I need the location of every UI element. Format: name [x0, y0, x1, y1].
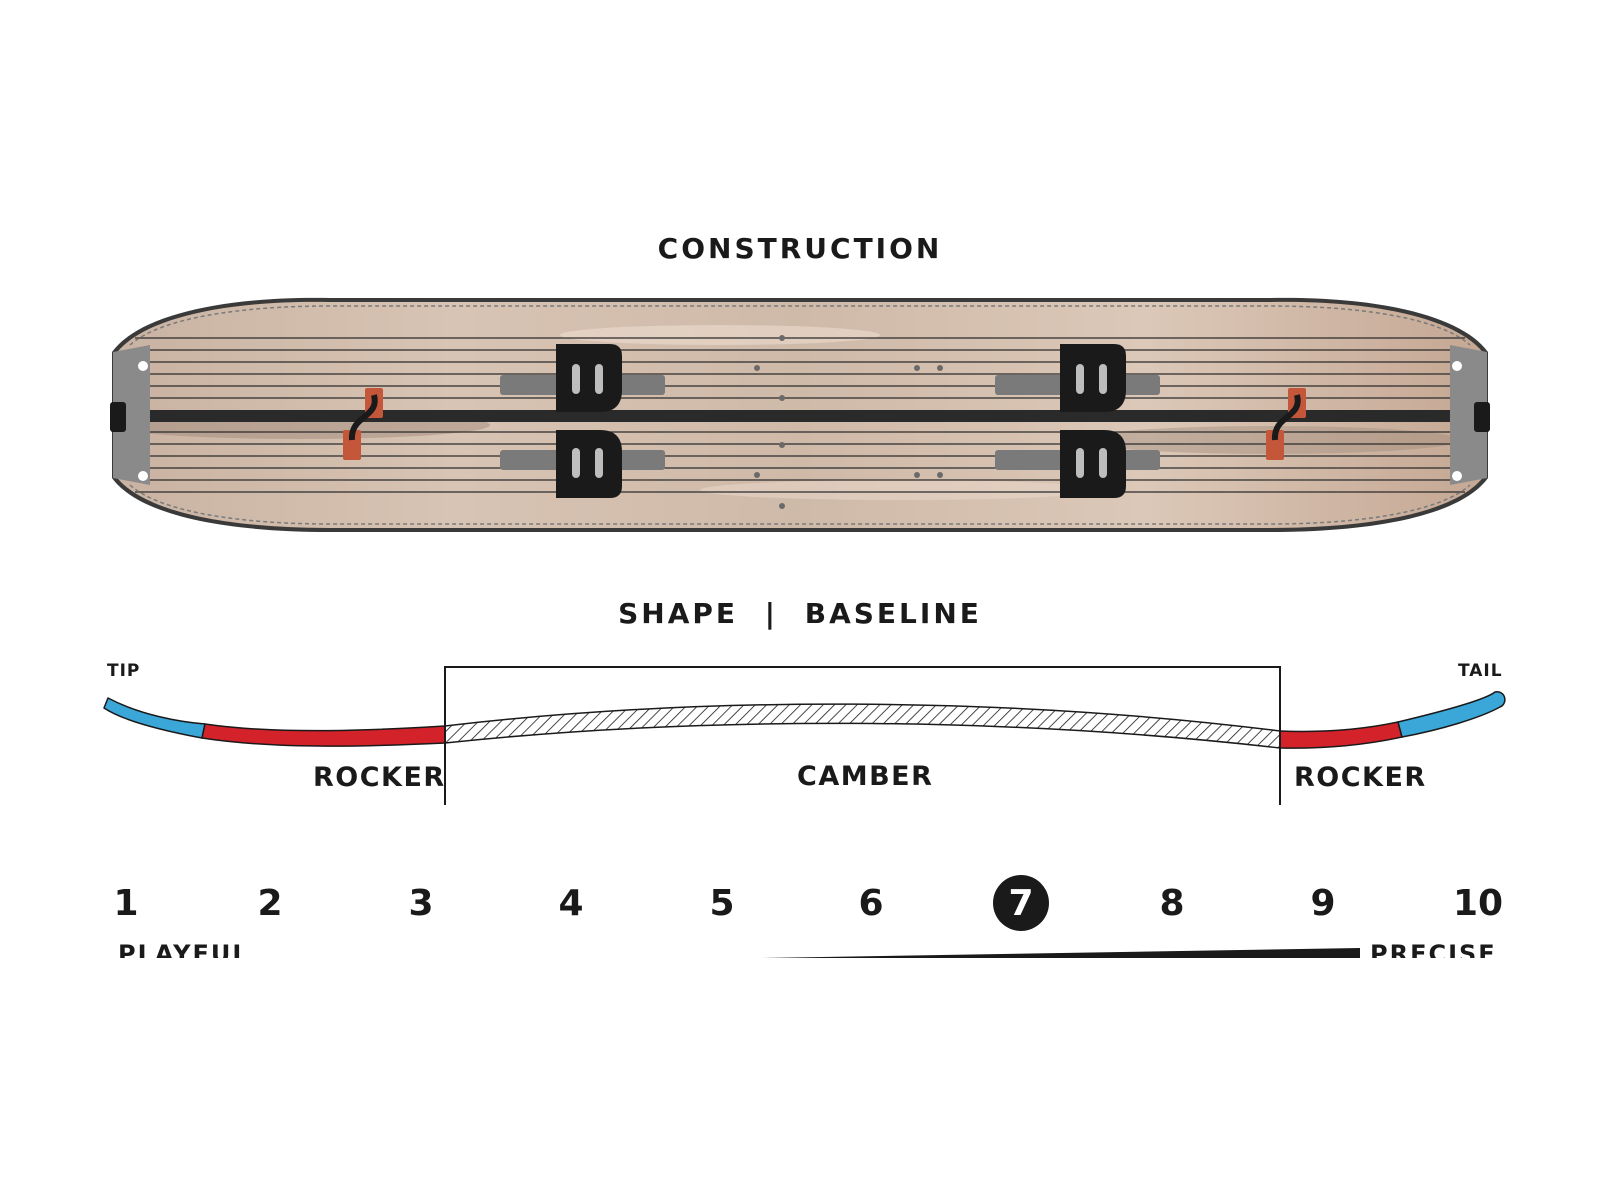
label-crop-edge: [0, 958, 1600, 988]
flex-scale-value-3: 3: [408, 883, 434, 924]
tip-label: TIP: [107, 661, 141, 681]
flex-scale-value-1: 1: [113, 883, 139, 924]
split-seam: [125, 410, 1475, 422]
camber-section: [444, 703, 1281, 749]
tail-clip-icon: [1450, 345, 1490, 485]
skin-hook-right-icon: [1266, 388, 1306, 460]
shape-baseline-title: SHAPE | BASELINE: [618, 597, 982, 630]
flex-scale-value-10: 10: [1452, 883, 1504, 924]
flex-scale-value-6: 6: [858, 883, 884, 924]
flex-scale-value-4: 4: [558, 883, 584, 924]
tip-blue-section: [103, 697, 206, 739]
selected-flex-marker: [993, 875, 1049, 931]
construction-title: CONSTRUCTION: [657, 232, 943, 265]
rocker-left-label: ROCKER: [313, 762, 446, 793]
tail-blue-section: [1397, 691, 1506, 738]
flex-scale-value-7: 7: [1008, 883, 1034, 924]
rocker-right-section: [1279, 721, 1403, 749]
skin-hook-left-icon: [343, 388, 383, 460]
rocker-left-section: [201, 723, 446, 747]
binding-pucks-front: [500, 344, 665, 498]
tail-label: TAIL: [1458, 661, 1503, 681]
flex-scale-value-2: 2: [257, 883, 283, 924]
board-profile: [103, 666, 1506, 805]
flex-scale-value-8: 8: [1159, 883, 1185, 924]
insert-holes: [754, 335, 943, 509]
rocker-right-label: ROCKER: [1294, 762, 1427, 793]
flex-scale-value-9: 9: [1310, 883, 1336, 924]
snowboard-top-view: [110, 297, 1490, 532]
camber-label: CAMBER: [797, 761, 934, 792]
flex-scale-value-5: 5: [709, 883, 735, 924]
nose-clip-icon: [110, 345, 150, 485]
binding-pucks-rear: [995, 344, 1160, 498]
